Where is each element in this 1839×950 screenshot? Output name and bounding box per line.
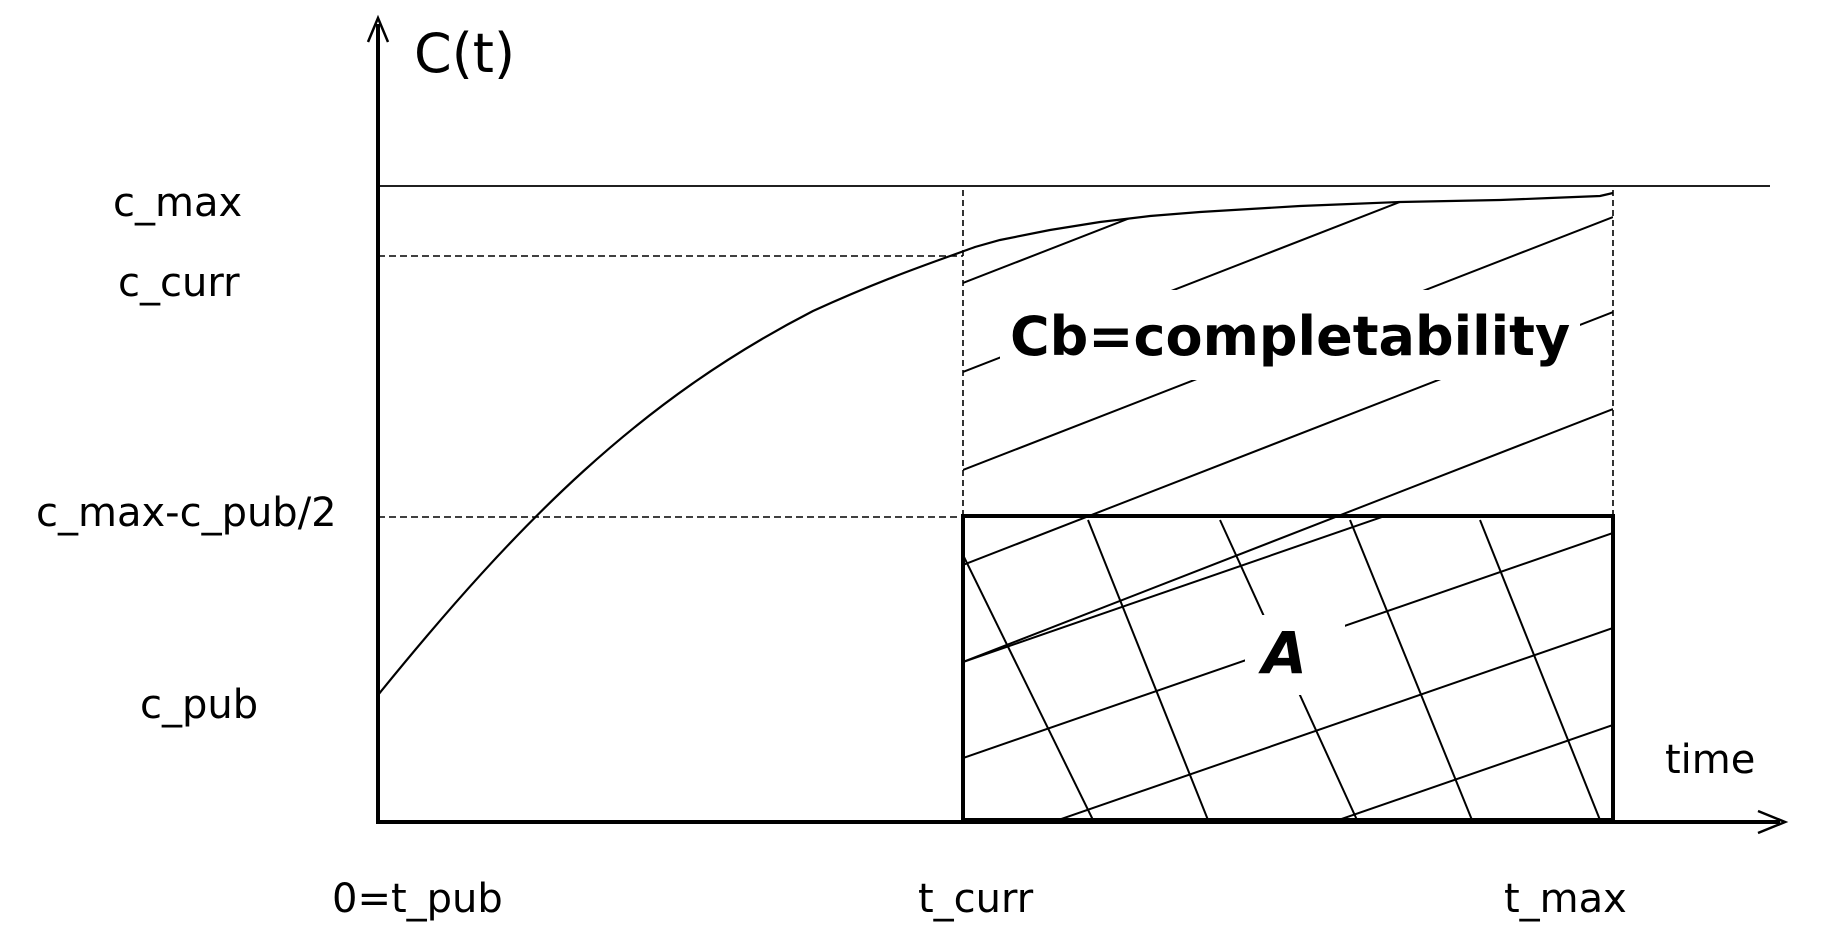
area-a-hatching [963, 516, 1613, 820]
completability-label: Cb=completability [1010, 305, 1570, 368]
x-axis-arrow-icon [1757, 809, 1789, 835]
area-label-mask [1245, 615, 1345, 695]
y-axis-arrow-icon [366, 14, 390, 43]
x-tick-t-curr: t_curr [918, 876, 1034, 922]
completability-label-mask [1000, 290, 1580, 380]
x-axis-title: time [1665, 737, 1755, 783]
x-tick-t-pub: 0=t_pub [332, 876, 503, 922]
area-a-label: A [1258, 619, 1307, 687]
y-tick-c-pub: c_pub [140, 682, 258, 728]
y-tick-c-max: c_max [113, 180, 242, 226]
x-tick-t-max: t_max [1504, 876, 1627, 922]
y-axis-title: C(t) [414, 22, 515, 85]
y-tick-c-curr: c_curr [118, 260, 240, 306]
y-tick-c-mid: c_max-c_pub/2 [36, 490, 337, 536]
ct-curve [377, 191, 1614, 696]
